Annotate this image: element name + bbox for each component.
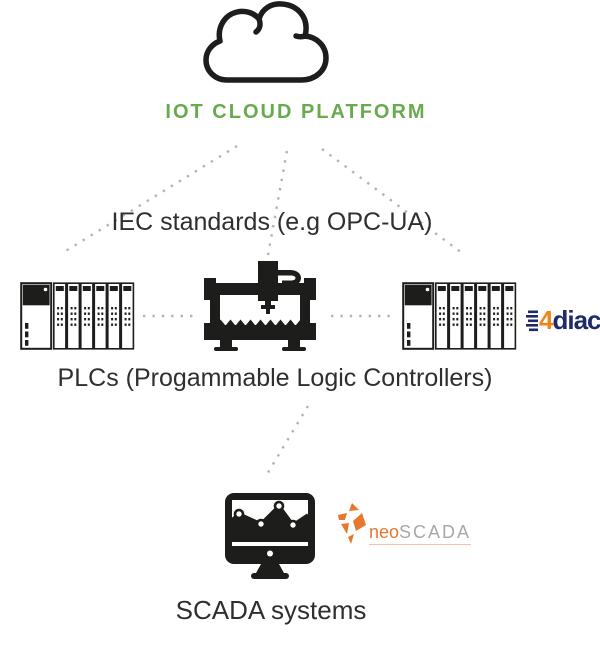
neoscada-wordmark: neoSCADA (369, 522, 472, 545)
neoscada-logo: neoSCADA (338, 503, 472, 545)
dotted-connector (264, 405, 310, 477)
cnc-machine-icon (202, 261, 318, 353)
plc-rack-left-icon (20, 282, 136, 350)
plc-rack-right-icon (402, 282, 518, 350)
fordiac-logo-4: 4 (539, 305, 554, 335)
scada-monitor-icon (224, 490, 316, 579)
plcs-label: PLCs (Progammable Logic Controllers) (57, 364, 493, 392)
dotted-connector (321, 148, 463, 254)
iot-cloud-platform-title: IOT CLOUD PLATFORM (165, 101, 427, 123)
neoscada-logo-neo: neo (369, 522, 400, 542)
neoscada-shards-icon (338, 503, 366, 544)
fordiac-stripes-icon (526, 310, 538, 331)
scada-systems-label: SCADA systems (175, 595, 367, 625)
dotted-connector (266, 150, 289, 256)
neoscada-logo-scada: SCADA (399, 522, 472, 542)
cloud-icon (203, 1, 329, 83)
iec-standards-label: IEC standards (e.g OPC-UA) (111, 208, 433, 236)
fordiac-logo-diac: diac (552, 305, 600, 335)
